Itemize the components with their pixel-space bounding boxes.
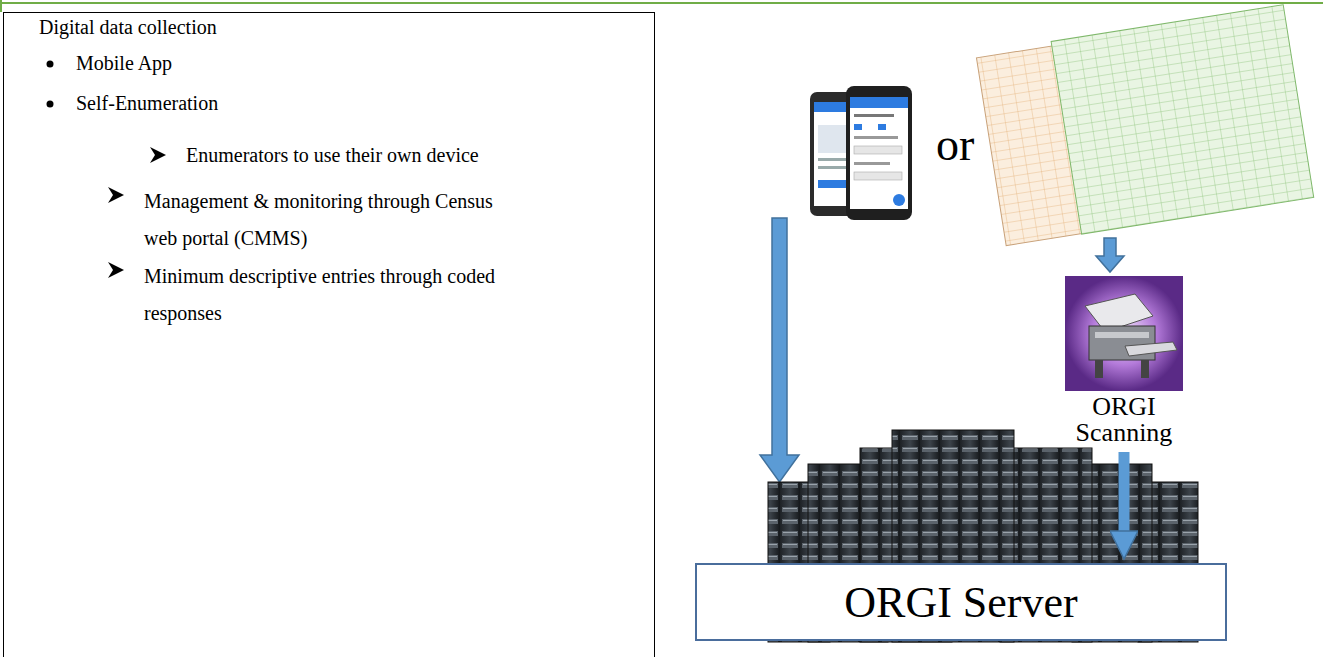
top-rule [0, 2, 1323, 4]
bullet-text: Self-Enumeration [76, 91, 476, 115]
bullet-text: Mobile App [76, 51, 476, 75]
node-label: ORGI Server [697, 576, 1225, 629]
arrow-bullet [150, 147, 166, 163]
bullet-dot [47, 101, 54, 108]
block-arrow [760, 218, 799, 482]
scanner-node: ORGI Scanning [1060, 276, 1188, 448]
phone-icon [810, 86, 912, 220]
bullet-dot [47, 61, 54, 68]
arrow-bullet [108, 262, 124, 278]
block-arrow [1119, 452, 1130, 531]
census-forms [976, 5, 1313, 246]
arrow-bullet [108, 187, 124, 203]
bullet-text: Enumerators to use their own device [186, 143, 616, 167]
top-rule [0, 0, 2, 12]
panel-heading: Digital data collection [39, 15, 439, 39]
block-arrow [1096, 238, 1124, 272]
text-panel: Digital data collectionMobile AppSelf-En… [3, 12, 655, 657]
bullet-text: Management & monitoring through Census w… [144, 183, 506, 257]
server-box: ORGI Server [695, 563, 1227, 641]
connector-word: or [936, 118, 974, 171]
node-label: ORGI Scanning [1060, 394, 1188, 446]
bullet-text: Minimum descriptive entries through code… [144, 258, 542, 332]
scanner-icon [1065, 276, 1183, 391]
